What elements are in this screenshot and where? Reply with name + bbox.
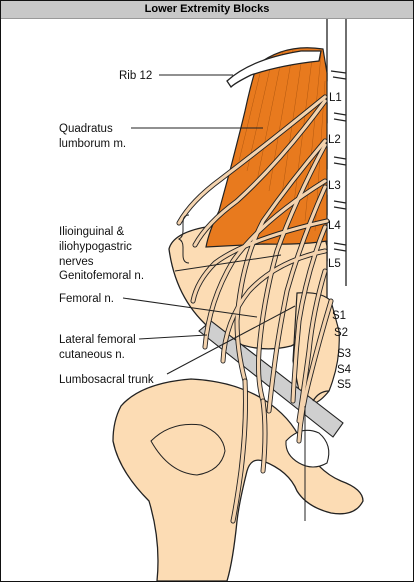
label-l2: L2 xyxy=(328,134,341,146)
label-genitofemoral: Genitofemoral n. xyxy=(59,270,144,282)
label-quadratus-2: lumborum m. xyxy=(59,138,126,150)
label-lateral-femoral-2: cutaneous n. xyxy=(59,349,125,361)
label-s2: S2 xyxy=(334,327,348,339)
page-title: Lower Extremity Blocks xyxy=(144,3,270,15)
label-s5: S5 xyxy=(337,379,351,391)
rib-12 xyxy=(226,50,322,89)
label-femoral: Femoral n. xyxy=(59,293,114,305)
label-l3: L3 xyxy=(328,180,341,192)
femoral-head xyxy=(150,423,226,476)
label-ilioinguinal-2: iliohypogastric xyxy=(59,241,132,253)
leader-lines xyxy=(122,74,296,375)
label-s1: S1 xyxy=(332,310,346,322)
vertebral-labels: L1 L2 L3 L4 L5 S1 S2 S3 S4 S5 xyxy=(328,92,352,391)
label-l5: L5 xyxy=(328,258,341,270)
title-bar: Lower Extremity Blocks xyxy=(1,1,413,19)
label-s3: S3 xyxy=(337,348,351,360)
label-ilioinguinal-3: nerves xyxy=(59,256,94,268)
label-quadratus-1: Quadratus xyxy=(59,123,113,135)
label-l4: L4 xyxy=(328,220,341,232)
label-rib-12: Rib 12 xyxy=(119,70,152,82)
sacral-foramina-arc xyxy=(312,390,330,402)
label-ilioinguinal-1: Ilioinguinal & xyxy=(59,226,125,238)
label-lumbosacral-trunk: Lumbosacral trunk xyxy=(59,374,154,386)
label-lateral-femoral-1: Lateral femoral xyxy=(59,334,136,346)
labels: Rib 12 Quadratus lumborum m. Ilioinguina… xyxy=(59,70,154,386)
label-s4: S4 xyxy=(337,364,352,376)
label-l1: L1 xyxy=(329,92,342,104)
lumbar-plexus-nerves xyxy=(176,94,334,524)
